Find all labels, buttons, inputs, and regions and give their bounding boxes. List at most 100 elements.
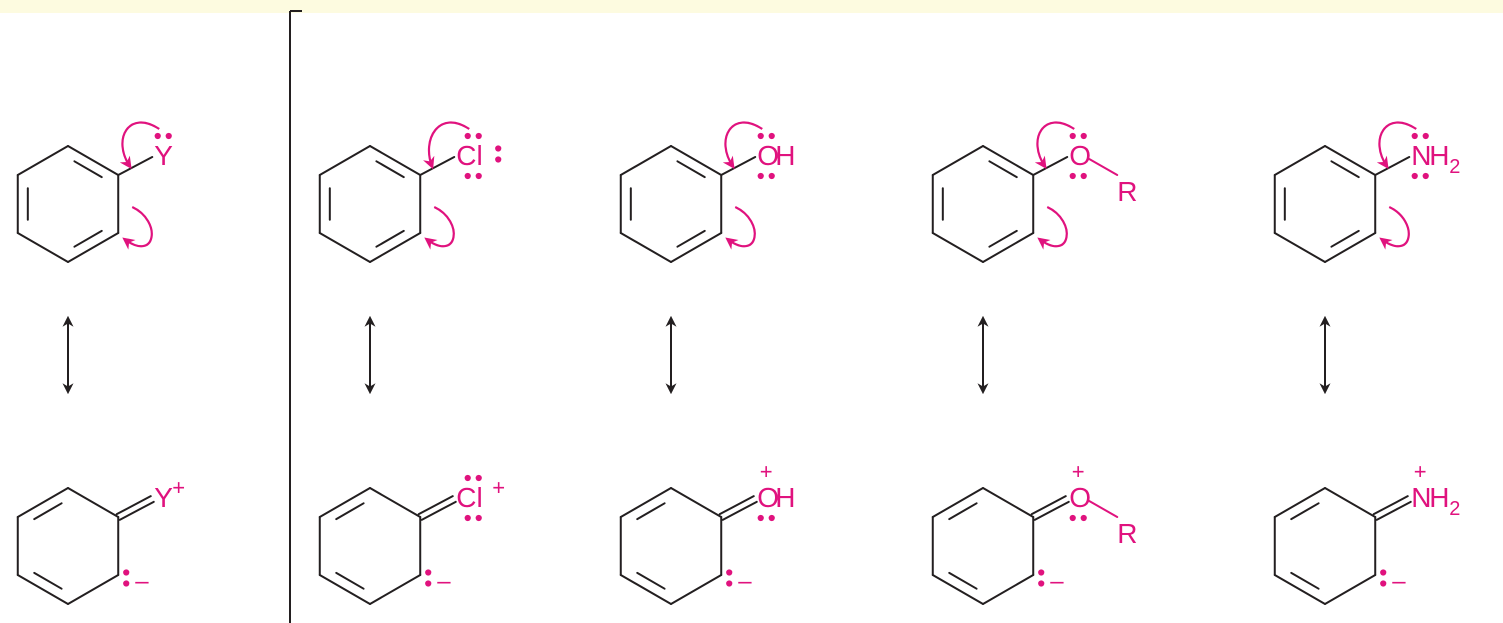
ring-bond — [318, 487, 371, 518]
lone-pair-top — [1069, 132, 1087, 140]
electron-dot — [123, 569, 130, 576]
electron-dot — [123, 580, 130, 587]
exocyclic-double-bond — [718, 495, 755, 516]
heteroatom-label: N — [1411, 482, 1431, 513]
electron-dot — [425, 569, 432, 576]
ring-bond — [931, 145, 984, 176]
electron-dot — [475, 514, 482, 522]
ring-double-bond — [988, 229, 1018, 248]
electron-dot — [757, 172, 764, 180]
lone-pair-top — [1411, 132, 1429, 140]
exocyclic-double-bond — [1033, 500, 1070, 521]
exocyclic-double-bond — [118, 500, 155, 521]
electron-dot — [475, 474, 482, 482]
exocyclic-double-bond — [721, 500, 758, 521]
electron-dot — [1411, 132, 1418, 140]
separator-bracket — [289, 10, 302, 623]
exocyclic-double-bond — [115, 495, 152, 516]
exocyclic-double-bond — [420, 500, 457, 521]
negative-charge: – — [1392, 568, 1406, 595]
r-group-bond — [1088, 158, 1119, 176]
ring-bond — [318, 574, 371, 605]
ring-bond — [67, 574, 120, 605]
ring-bond — [670, 487, 723, 518]
curved-arrow-icon — [1379, 206, 1410, 250]
ring-bond — [982, 574, 1035, 605]
ring-double-bond — [676, 229, 706, 248]
electron-dot — [1038, 580, 1045, 587]
ring-bond — [931, 574, 984, 605]
electron-dot — [768, 514, 775, 522]
curved-arrow-icon — [424, 206, 455, 250]
ring-bond — [318, 232, 371, 263]
subscript-label: 2 — [1449, 498, 1460, 520]
heteroatom-label: O — [1069, 140, 1091, 171]
substituent-bond — [720, 156, 757, 176]
lone-pair-bottom — [464, 514, 482, 522]
carbanion-lone-pair — [123, 569, 130, 587]
ring-bond — [982, 145, 1035, 176]
negative-charge: – — [738, 568, 752, 595]
electron-dot — [475, 132, 482, 140]
curved-arrow-icon — [423, 121, 470, 170]
ring-bond — [931, 487, 984, 518]
ring-double-bond — [948, 571, 978, 590]
electron-dot — [1422, 172, 1429, 180]
ring-double-bond — [676, 160, 706, 179]
electron-dot — [475, 172, 482, 180]
ring-bond — [369, 487, 422, 518]
curved-arrow-icon — [1034, 121, 1075, 170]
electron-dot — [1080, 514, 1087, 522]
ring-bond — [619, 145, 672, 176]
heteroatom-label: N — [1411, 140, 1431, 171]
ring-double-bond — [73, 229, 103, 248]
ring-bond — [670, 145, 723, 176]
curved-arrow-icon — [725, 206, 756, 250]
curved-arrow-icon — [119, 121, 160, 170]
ring-double-bond — [375, 229, 405, 248]
lone-pair-top — [464, 132, 482, 140]
subscript-label: 2 — [1449, 156, 1460, 178]
ring-bond — [1324, 487, 1377, 518]
substituent-bond — [1374, 156, 1411, 176]
substituent-bond — [1032, 156, 1069, 176]
r-group-label: R — [1117, 176, 1137, 207]
electron-dot — [1038, 569, 1045, 576]
electron-dot — [464, 132, 471, 140]
electron-dot — [1380, 580, 1387, 587]
ring-bond — [369, 232, 422, 263]
ring-bond — [16, 487, 69, 518]
curved-arrow-icon — [722, 121, 763, 170]
ring-bond — [670, 574, 723, 605]
electron-dot — [1069, 172, 1076, 180]
electron-dot — [495, 156, 502, 163]
heteroatom-label: Y — [154, 482, 173, 513]
curved-arrow-icon — [1376, 121, 1417, 170]
carbanion-lone-pair — [425, 569, 432, 587]
ring-double-bond — [1330, 160, 1360, 179]
electron-dot — [1069, 132, 1076, 140]
electron-dot — [1422, 132, 1429, 140]
ring-double-bond — [33, 571, 63, 590]
negative-charge: – — [1050, 568, 1064, 595]
structure-neutral: OR — [931, 121, 1137, 263]
ring-bond — [67, 487, 120, 518]
electron-dot — [464, 172, 471, 180]
ring-double-bond — [636, 502, 666, 521]
ring-double-bond — [1330, 229, 1360, 248]
ring-bond — [318, 145, 371, 176]
structure-charged: Cl+– — [318, 474, 505, 605]
column-general: YY+– — [16, 121, 185, 605]
ring-double-bond — [73, 160, 103, 179]
ring-bond — [1324, 145, 1377, 176]
lone-pair-top — [757, 132, 775, 140]
negative-charge: – — [437, 568, 451, 595]
heteroatom-label: O — [757, 140, 779, 171]
heteroatom-label: Cl — [456, 482, 482, 513]
ring-bond — [369, 145, 422, 176]
ring-bond — [619, 574, 672, 605]
r-group-bond — [1088, 500, 1119, 518]
